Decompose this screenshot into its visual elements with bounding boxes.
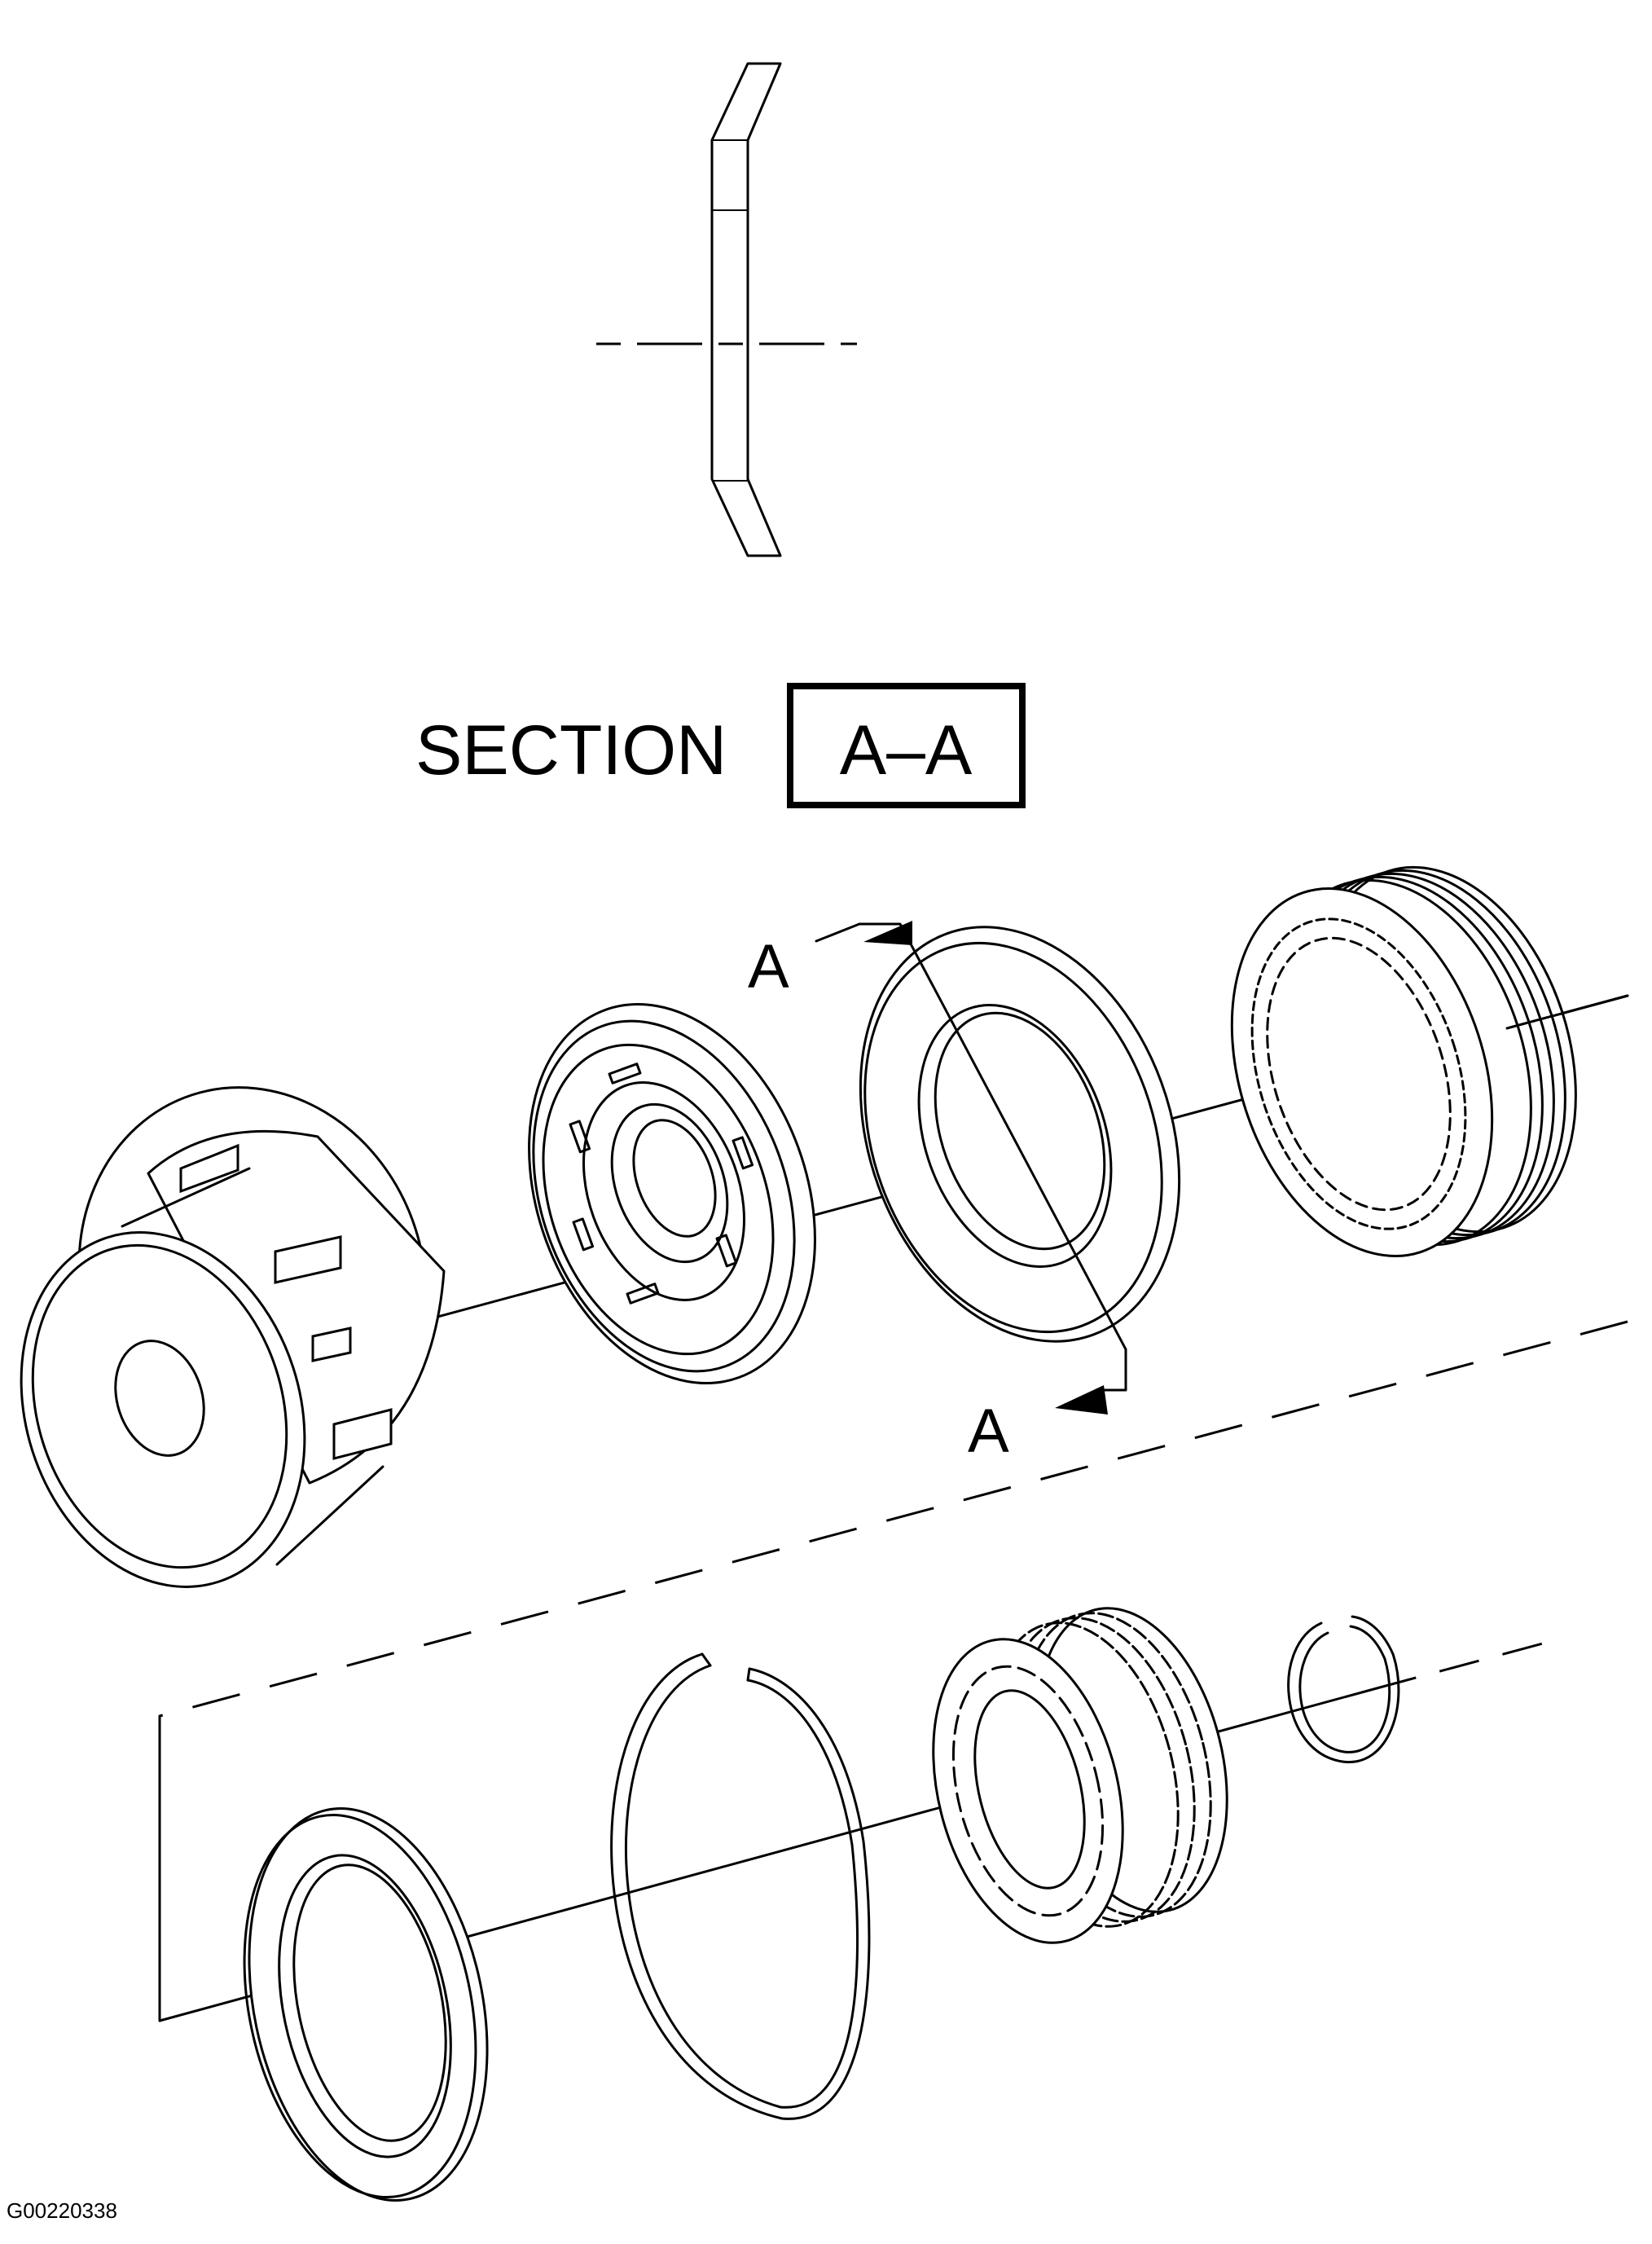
cushion-spring-pack (932, 1607, 1228, 1944)
lower-axis-tail (1376, 1636, 1565, 1690)
figure-id: G00220338 (7, 2198, 117, 2223)
small-snap-ring (1287, 1615, 1400, 1763)
cut-mark-upper: A (748, 932, 789, 1001)
pressure-plate (243, 1807, 489, 2202)
section-cut-line: A A (748, 921, 1127, 1466)
section-title: SECTION (415, 711, 727, 790)
cut-mark-lower: A (968, 1397, 1009, 1466)
clutch-housing-drum (20, 1086, 446, 1588)
section-box (787, 683, 1026, 808)
piston (528, 1003, 816, 1384)
section-profile (596, 62, 857, 557)
large-snap-ring (610, 1652, 871, 2120)
row-leader (159, 1320, 1628, 1718)
section-label: A–A (840, 711, 973, 790)
clutch-plate-pack (1230, 865, 1629, 1257)
apply-plate (859, 926, 1181, 1343)
section-caption: SECTION A–A (415, 683, 1026, 808)
